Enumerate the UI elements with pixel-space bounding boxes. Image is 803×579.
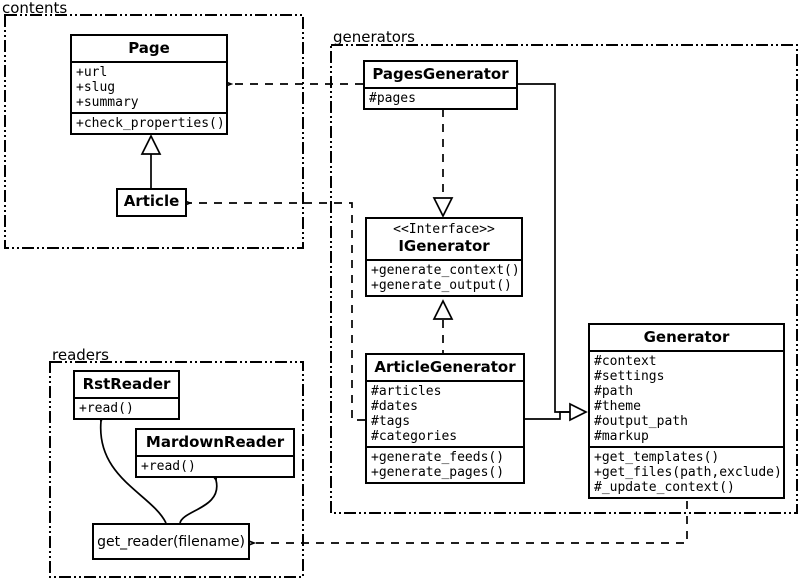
edge-pagesgenerator-inherits-generator bbox=[518, 83, 570, 413]
member-line: #dates bbox=[371, 399, 418, 414]
package-label-readers: readers bbox=[52, 346, 109, 364]
class-name-articlegenerator: ArticleGenerator bbox=[367, 355, 523, 382]
methods-section-articlegenerator: +generate_feeds()+generate_pages() bbox=[367, 448, 523, 482]
attributes-section-articlegenerator: #articles#dates#tags#categories bbox=[367, 382, 523, 448]
package-frame-contents bbox=[4, 14, 304, 249]
class-name-generator: Generator bbox=[590, 325, 783, 352]
member-line: +get_files(path,exclude) bbox=[594, 465, 782, 480]
edge-articlegenerator-depends-article bbox=[190, 203, 365, 421]
class-name-igenerator: <<Interface>> IGenerator bbox=[367, 219, 521, 261]
member-line: +slug bbox=[76, 80, 116, 95]
class-name-igenerator-text: IGenerator bbox=[398, 237, 490, 255]
member-line: #tags bbox=[371, 414, 411, 429]
methods-section-igenerator: +generate_context()+generate_output() bbox=[367, 261, 521, 295]
member-line: +get_templates() bbox=[594, 450, 720, 465]
edge-getreader-to-mardownreader bbox=[179, 480, 217, 524]
methods-section-mardownreader: +read() bbox=[137, 457, 293, 476]
arrowhead-triangle-igenerator-bottom bbox=[432, 299, 454, 320]
methods-section-page: +check_properties() bbox=[72, 114, 226, 133]
member-line: #output_path bbox=[594, 414, 688, 429]
class-box-article: Article bbox=[116, 188, 187, 217]
class-box-rstreader: RstReader +read() bbox=[73, 370, 180, 420]
class-name-page: Page bbox=[72, 36, 226, 63]
methods-section-rstreader: +read() bbox=[75, 399, 178, 418]
class-box-mardownreader: MardownReader +read() bbox=[135, 428, 295, 478]
edge-articlegenerator-inherits-generator bbox=[525, 411, 570, 420]
stereotype-interface: <<Interface>> bbox=[393, 222, 495, 237]
attributes-section-pagesgenerator: #pages bbox=[365, 89, 516, 108]
member-line: #settings bbox=[594, 369, 665, 384]
arrowhead-triangle-igenerator-top bbox=[432, 197, 454, 218]
edge-generator-depends-getreader bbox=[254, 501, 688, 543]
member-line: #categories bbox=[371, 429, 458, 444]
class-name-pagesgenerator: PagesGenerator bbox=[365, 62, 516, 89]
member-line: #articles bbox=[371, 384, 442, 399]
attributes-section-page: +url+slug+summary bbox=[72, 63, 226, 114]
edge-getreader-to-rstreader bbox=[101, 421, 167, 524]
member-line: +read() bbox=[79, 401, 134, 416]
package-frame-generators bbox=[330, 44, 798, 514]
class-box-articlegenerator: ArticleGenerator #articles#dates#tags#ca… bbox=[365, 353, 525, 484]
arrowhead-triangle-page bbox=[140, 134, 162, 155]
package-label-generators: generators bbox=[333, 28, 415, 46]
package-frame-readers bbox=[49, 361, 304, 578]
package-label-contents: contents bbox=[2, 0, 68, 17]
class-name-article: Article bbox=[123, 192, 180, 210]
member-line: +read() bbox=[141, 459, 196, 474]
class-name-rstreader: RstReader bbox=[75, 372, 178, 399]
member-line: +generate_feeds() bbox=[371, 450, 505, 465]
member-line: +url bbox=[76, 65, 108, 80]
member-line: #theme bbox=[594, 399, 641, 414]
member-line: +summary bbox=[76, 95, 139, 110]
methods-section-generator: +get_templates()+get_files(path,exclude)… bbox=[590, 448, 783, 497]
member-line: #markup bbox=[594, 429, 649, 444]
class-box-generator: Generator #context#settings#path#theme#o… bbox=[588, 323, 785, 499]
member-line: #context bbox=[594, 354, 657, 369]
member-line: +generate_pages() bbox=[371, 465, 505, 480]
class-box-igenerator: <<Interface>> IGenerator +generate_conte… bbox=[365, 217, 523, 297]
class-box-page: Page +url+slug+summary +check_properties… bbox=[70, 34, 228, 135]
class-box-pagesgenerator: PagesGenerator #pages bbox=[363, 60, 518, 110]
member-line: +check_properties() bbox=[76, 116, 225, 131]
member-line: +generate_output() bbox=[371, 278, 512, 293]
class-name-mardownreader: MardownReader bbox=[137, 430, 293, 457]
arrowhead-triangle-generator bbox=[569, 402, 588, 422]
member-line: #path bbox=[594, 384, 634, 399]
member-line: #_update_context() bbox=[594, 480, 735, 495]
member-line: #pages bbox=[369, 91, 416, 106]
attributes-section-generator: #context#settings#path#theme#output_path… bbox=[590, 352, 783, 448]
function-box-get-reader: get_reader(filename) bbox=[92, 523, 250, 560]
member-line: +generate_context() bbox=[371, 263, 520, 278]
